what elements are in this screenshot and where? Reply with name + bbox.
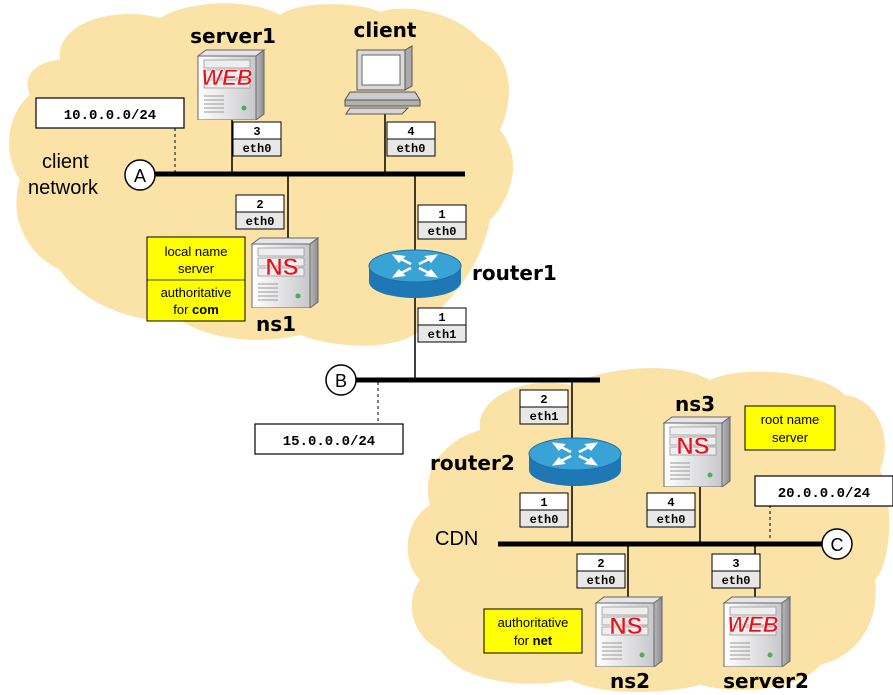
iface-name: eth0 bbox=[246, 215, 275, 229]
iface-server2-eth0: 3 eth0 bbox=[711, 553, 761, 589]
subnet-c-label: 20.0.0.0/24 bbox=[778, 486, 870, 502]
ns2-note: authoritative for net bbox=[483, 608, 583, 654]
ns2-note-line2: for net bbox=[514, 633, 553, 648]
network-a-name-line1: client bbox=[42, 151, 89, 173]
router2-node[interactable]: router2 bbox=[430, 436, 623, 488]
iface-number: 3 bbox=[732, 557, 739, 571]
iface-number: 2 bbox=[256, 198, 263, 212]
ns2-label: ns2 bbox=[610, 669, 650, 693]
ns1-note: local name server authoritative for com bbox=[146, 236, 246, 322]
iface-number: 1 bbox=[540, 496, 547, 510]
iface-number: 4 bbox=[667, 496, 674, 510]
network-c-letter: C bbox=[831, 535, 844, 555]
iface-number: 2 bbox=[597, 557, 604, 571]
iface-name: eth0 bbox=[397, 142, 426, 156]
iface-ns2-eth0: 2 eth0 bbox=[576, 553, 626, 589]
ns1-note-line3: authoritative bbox=[161, 285, 232, 300]
ns3-note-line1: root name bbox=[761, 412, 820, 427]
iface-number: 1 bbox=[438, 208, 445, 222]
iface-ns1-eth0: 2 eth0 bbox=[235, 194, 285, 230]
server1-node[interactable]: WEB server1 bbox=[190, 24, 276, 120]
router2-label: router2 bbox=[430, 451, 515, 475]
router-icon bbox=[527, 436, 623, 488]
ns1-note-line2: server bbox=[178, 261, 215, 276]
ns3-badge: NS bbox=[676, 433, 709, 460]
iface-router2-eth1: 2 eth1 bbox=[519, 389, 569, 425]
ns1-node[interactable]: NS ns1 bbox=[251, 237, 319, 336]
ns2-note-line1: authoritative bbox=[498, 615, 569, 630]
network-b-letter: B bbox=[335, 371, 347, 391]
iface-name: eth0 bbox=[657, 513, 686, 527]
network-c-name: CDN bbox=[435, 528, 478, 550]
desktop-computer-icon bbox=[344, 45, 421, 115]
router1-label: router1 bbox=[472, 261, 557, 285]
router1-node[interactable]: router1 bbox=[367, 248, 557, 300]
server2-badge: WEB bbox=[727, 612, 778, 637]
iface-server1-eth0: 3 eth0 bbox=[232, 121, 282, 157]
ns3-node[interactable]: ns3 NS bbox=[663, 392, 731, 487]
subnet-a-label: 10.0.0.0/24 bbox=[64, 108, 156, 124]
iface-name: eth0 bbox=[428, 225, 457, 239]
iface-number: 2 bbox=[540, 393, 547, 407]
server2-node[interactable]: WEB server2 bbox=[723, 596, 809, 693]
ns1-note-line1: local name bbox=[165, 244, 228, 259]
iface-ns3-eth0: 4 eth0 bbox=[646, 492, 696, 528]
ns1-note-line4-bold: com bbox=[192, 302, 219, 317]
iface-name: eth1 bbox=[530, 410, 559, 424]
ns1-note-line4-prefix: for bbox=[173, 302, 192, 317]
iface-router1-eth1: 1 eth1 bbox=[417, 307, 467, 343]
network-a-letter: A bbox=[134, 166, 146, 186]
subnet-b-box: 15.0.0.0/24 bbox=[254, 423, 404, 455]
ns1-badge: NS bbox=[265, 254, 298, 281]
ns2-note-line2-bold: net bbox=[533, 633, 553, 648]
ns1-note-line4: for com bbox=[173, 302, 219, 317]
subnet-a-box: 10.0.0.0/24 bbox=[35, 97, 185, 129]
iface-name: eth0 bbox=[722, 574, 751, 588]
subnet-dashes bbox=[174, 128, 771, 541]
server1-badge: WEB bbox=[201, 65, 252, 90]
ns2-badge: NS bbox=[609, 613, 642, 640]
network-a-name-line2: network bbox=[28, 177, 99, 199]
links bbox=[231, 112, 756, 605]
client-label: client bbox=[354, 18, 417, 42]
router-icon bbox=[367, 248, 463, 300]
iface-router1-eth0: 1 eth0 bbox=[417, 204, 467, 240]
iface-client-eth0: 4 eth0 bbox=[386, 121, 436, 157]
subnet-c-box: 20.0.0.0/24 bbox=[754, 475, 893, 507]
client-node[interactable]: client bbox=[344, 18, 421, 115]
iface-name: eth0 bbox=[530, 513, 559, 527]
network-a-marker: A bbox=[124, 159, 156, 191]
iface-number: 3 bbox=[253, 125, 260, 139]
network-b-marker: B bbox=[325, 364, 357, 396]
ns1-label: ns1 bbox=[256, 312, 296, 336]
ns2-note-line2-prefix: for bbox=[514, 633, 533, 648]
iface-number: 4 bbox=[407, 125, 414, 139]
iface-router2-eth0: 1 eth0 bbox=[519, 492, 569, 528]
server1-label: server1 bbox=[190, 24, 276, 48]
iface-number: 1 bbox=[438, 311, 445, 325]
network-c-marker: C bbox=[821, 528, 853, 560]
server2-label: server2 bbox=[723, 669, 809, 693]
ns3-label: ns3 bbox=[675, 392, 715, 416]
iface-name: eth0 bbox=[243, 142, 272, 156]
iface-name: eth0 bbox=[587, 574, 616, 588]
ns3-note-line2: server bbox=[772, 430, 809, 445]
ns2-node[interactable]: NS ns2 bbox=[595, 596, 663, 693]
ns3-note: root name server bbox=[744, 405, 836, 451]
subnet-b-label: 15.0.0.0/24 bbox=[283, 434, 375, 450]
iface-name: eth1 bbox=[428, 328, 457, 342]
